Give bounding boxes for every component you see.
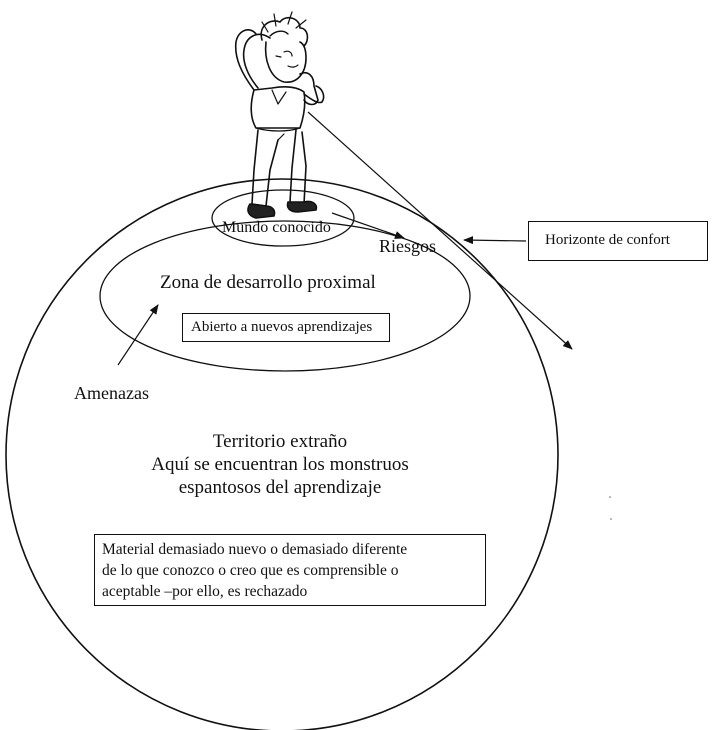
horizonte-box: Horizonte de confort xyxy=(528,221,708,261)
horizonte-tangent-line xyxy=(307,111,573,350)
material-text: Material demasiado nuevo o demasiado dif… xyxy=(102,539,407,602)
abierto-box: Abierto a nuevos aprendizajes xyxy=(182,313,390,342)
territorio-title: Territorio extraño xyxy=(212,431,348,452)
amenazas-arrow xyxy=(117,304,159,366)
zona-desarrollo-label: Zona de desarrollo proximal xyxy=(160,272,376,293)
abierto-label: Abierto a nuevos aprendizajes xyxy=(191,319,373,335)
dot-mark xyxy=(609,496,611,498)
material-line-3: aceptable –por ello, es rechazado xyxy=(102,583,308,600)
horizonte-arrow xyxy=(463,236,527,245)
horizonte-label: Horizonte de confort xyxy=(545,232,670,248)
territorio-extrano-circle xyxy=(5,178,559,730)
thinking-person-figure xyxy=(234,11,325,219)
territorio-line-2: Aquí se encuentran los monstruos xyxy=(151,454,409,475)
territorio-line-3: espantosos del aprendizaje xyxy=(178,477,382,498)
territorio-text-block: Territorio extraño Aquí se encuentran lo… xyxy=(130,430,430,499)
dot-mark xyxy=(610,518,612,520)
material-line-1: Material demasiado nuevo o demasiado dif… xyxy=(102,541,408,558)
mundo-conocido-label: Mundo conocido xyxy=(222,219,331,236)
zona-desarrollo-ellipse xyxy=(99,220,471,372)
material-line-2: de lo que conozco o creo que es comprens… xyxy=(102,562,399,579)
mundo-conocido-ellipse xyxy=(211,189,355,247)
amenazas-label: Amenazas xyxy=(74,383,149,403)
riesgos-label: Riesgos xyxy=(379,236,437,256)
riesgos-arrow xyxy=(331,212,405,239)
material-box: Material demasiado nuevo o demasiado dif… xyxy=(94,534,486,606)
